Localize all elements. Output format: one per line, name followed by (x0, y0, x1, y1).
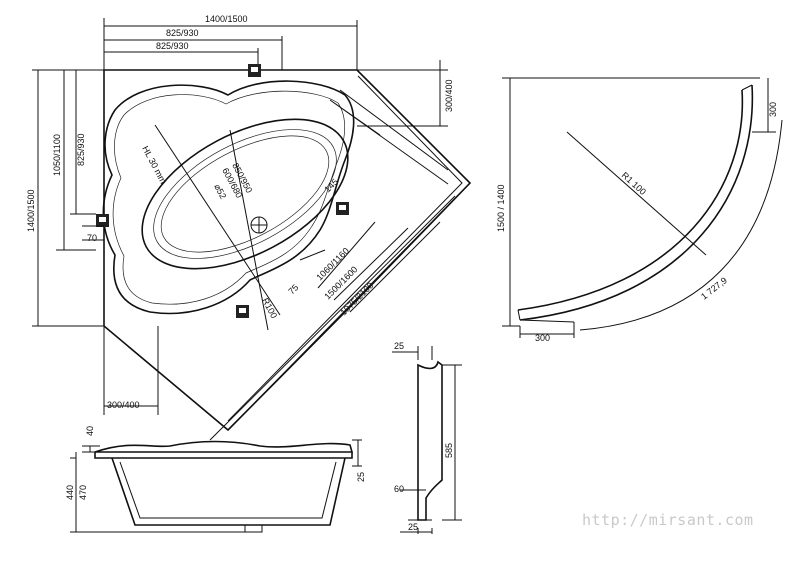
dim-bottom-300: 300/400 (107, 400, 140, 410)
dim-r100: R100 (260, 296, 279, 320)
dim-left-825: 825/930 (76, 133, 86, 166)
dim-front-40: 40 (85, 426, 95, 436)
side-profile: 1500 / 1400 R1 100 300 300 1 727,9 (496, 77, 783, 343)
dim-section-585: 585 (444, 443, 454, 458)
dim-section-60: 60 (394, 484, 404, 494)
tub-front-rim (94, 440, 354, 453)
tub-front-body (111, 457, 346, 526)
label-hl: HL 30 mm (140, 144, 168, 185)
radius-line (566, 131, 707, 256)
tub-rim (102, 80, 355, 315)
dim-section-25-top: 25 (394, 341, 404, 351)
dim-left-1050: 1050/1100 (52, 134, 62, 176)
apron-outer-curve (519, 84, 754, 321)
dim-arc-length: 1 727,9 (699, 275, 729, 301)
tub-basin-outer (141, 118, 349, 270)
plan-outline (103, 69, 472, 432)
dim-section-25-bottom: 25 (408, 522, 418, 532)
tub-basin-inner (160, 135, 330, 253)
dim-left-height: 1400/1500 (26, 189, 36, 232)
dim-75: 75 (286, 282, 300, 296)
dim-top-825-b: 825/930 (156, 41, 189, 51)
dim-profile-300-top: 300 (768, 102, 778, 117)
dim-top-width: 1400/1500 (205, 14, 248, 24)
dim-profile-300-bottom: 300 (535, 333, 550, 343)
plan-view: 1400/1500 825/930 825/930 300/400 1400/1… (26, 14, 472, 441)
dim-left-70: 70 (87, 233, 97, 243)
apron-section: 25 585 60 25 (392, 341, 462, 534)
dim-profile-width: 1500 / 1400 (496, 184, 506, 232)
dim-right-300: 300/400 (444, 79, 454, 112)
dim-front-470: 470 (78, 485, 88, 500)
apron-section-shape (417, 360, 443, 521)
dim-front-440: 440 (65, 485, 75, 500)
watermark: http://mirsant.com (582, 511, 754, 529)
dim-radius: R1 100 (620, 170, 648, 197)
dim-front-25: 25 (356, 472, 366, 482)
dim-drain-diameter: ⌀52 (212, 182, 228, 200)
front-view: 40 440 470 25 (65, 426, 366, 533)
dim-top-825-a: 825/930 (166, 28, 199, 38)
